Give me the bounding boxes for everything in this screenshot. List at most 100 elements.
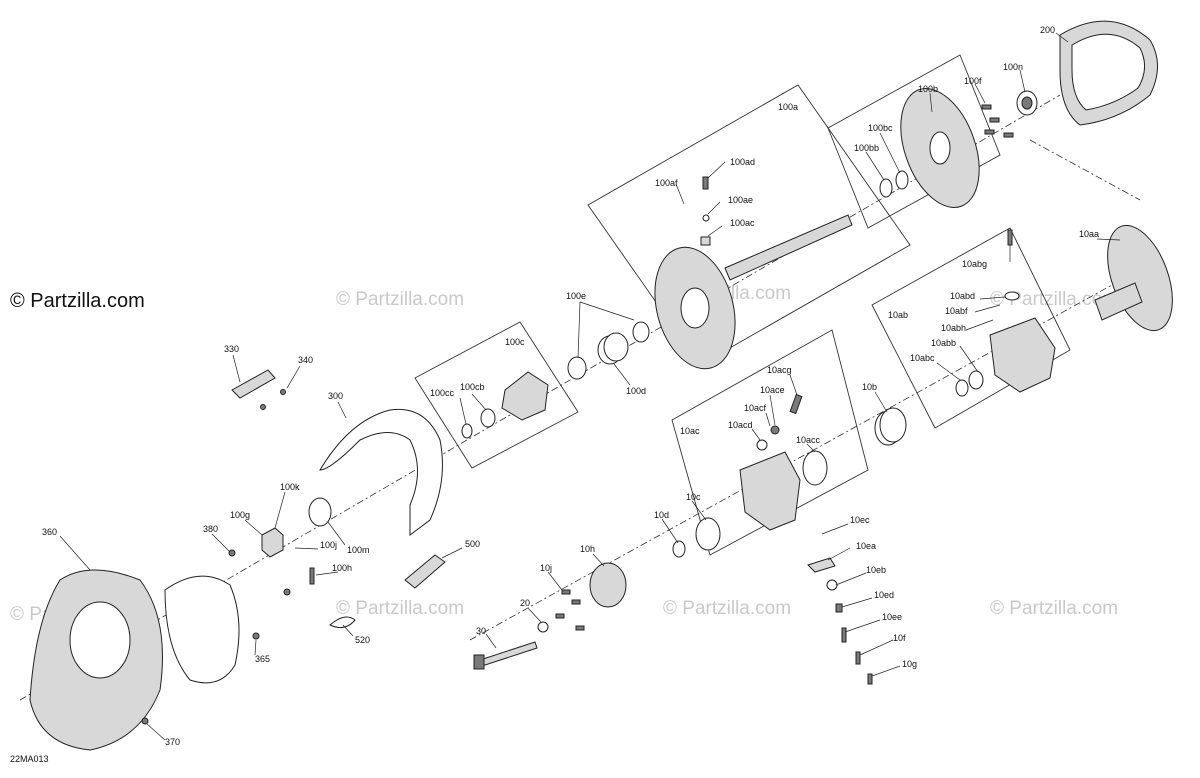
drive-belt-inner	[1071, 33, 1145, 111]
ring-10abc	[955, 379, 969, 397]
callout-10acc: 10acc	[796, 435, 821, 445]
callout-100d: 100d	[626, 386, 646, 396]
callout-10ac: 10ac	[680, 426, 700, 436]
strap-520	[329, 616, 356, 629]
watermark: © Partzilla.com	[990, 289, 1118, 310]
callout-labels: 200 100f 100n 100b 100bc 100bb 100a 100a…	[42, 25, 1099, 747]
roller-10acd	[756, 439, 768, 451]
callout-100k: 100k	[280, 482, 300, 492]
callout-330: 330	[224, 344, 239, 354]
driven-shaft	[1094, 282, 1143, 321]
callout-10abh: 10abh	[941, 323, 966, 333]
watermark: © Partzilla.com	[990, 598, 1118, 619]
pin-10f	[855, 651, 861, 665]
ring-100bc	[895, 170, 909, 190]
watermark: © Partzilla.com	[663, 598, 791, 619]
spider-100c	[501, 371, 549, 421]
bolt-10abg	[1007, 229, 1013, 246]
callout-100e: 100e	[566, 291, 586, 301]
callout-10ee: 10ee	[882, 612, 902, 622]
callout-10acd: 10acd	[728, 420, 753, 430]
bearing-10c	[695, 517, 721, 551]
bolt-100f	[1003, 132, 1014, 138]
callout-100c: 100c	[505, 337, 525, 347]
callout-10ed: 10ed	[874, 590, 894, 600]
callout-10abg: 10abg	[962, 259, 987, 269]
callout-10d: 10d	[654, 510, 669, 520]
callout-100a: 100a	[778, 102, 798, 112]
screw-365	[252, 632, 260, 640]
washer-10ace	[770, 425, 780, 435]
callout-200: 200	[1040, 25, 1055, 35]
bushing-100cb	[480, 408, 496, 428]
bolt-10j	[575, 625, 585, 631]
cam-10ac	[739, 451, 801, 531]
watermark: © Partzilla.com	[336, 289, 464, 310]
parts	[29, 20, 1173, 751]
bolt-100f	[989, 117, 1000, 123]
spring-100d-coil	[603, 332, 629, 362]
callout-20: 20	[520, 598, 530, 608]
leader-lines	[59, 32, 1121, 741]
callout-10ea: 10ea	[856, 541, 876, 551]
roller-10eb	[826, 579, 838, 591]
washer-10abd	[1004, 291, 1020, 301]
ring-100e	[567, 356, 587, 380]
bolt-100ad	[702, 176, 709, 190]
plate-10h	[589, 562, 627, 608]
bearing-10acc	[802, 450, 828, 486]
callout-100ae: 100ae	[728, 195, 753, 205]
bolt-10acg	[789, 393, 803, 415]
box-10ac	[671, 329, 869, 556]
callout-10abc: 10abc	[910, 353, 935, 363]
callout-100b: 100b	[918, 84, 938, 94]
spring-10b-coil	[879, 407, 907, 443]
bolt-100f	[984, 129, 995, 135]
callout-10b: 10b	[862, 382, 877, 392]
movable-sheave-hub	[680, 287, 710, 329]
callout-100cb: 100cb	[460, 382, 485, 392]
bearing-100n-core	[1021, 96, 1033, 110]
clip-500	[404, 554, 446, 589]
screw-380	[283, 588, 291, 596]
roller-100ac	[700, 236, 711, 246]
callout-100n: 100n	[1003, 62, 1023, 72]
lower-axis	[469, 274, 1131, 641]
watermark: © Partzilla.com	[336, 598, 464, 619]
callout-10abd: 10abd	[950, 291, 975, 301]
box-10ab	[871, 227, 1071, 429]
callout-100ac: 100ac	[730, 218, 755, 228]
bolt-30	[479, 641, 538, 667]
belt-axis	[1029, 139, 1141, 201]
callout-500: 500	[465, 539, 480, 549]
screw-340	[280, 389, 286, 395]
bolt-30-head	[473, 654, 485, 670]
bushing-10abb	[968, 370, 984, 390]
callout-360: 360	[42, 527, 57, 537]
fixed-sheave-hub	[929, 131, 951, 165]
ring-100cc	[461, 423, 473, 439]
callout-300: 300	[328, 391, 343, 401]
brand-label: © Partzilla.com	[10, 290, 145, 312]
callout-10ab: 10ab	[888, 310, 908, 320]
callout-10c: 10c	[686, 492, 701, 502]
screw-380	[228, 549, 236, 557]
bolt-100h	[309, 567, 315, 585]
pin-10ee	[841, 627, 847, 643]
callout-100cc: 100cc	[430, 388, 455, 398]
watermark-layer: © Partzilla.com © Partzilla.com © Partzi…	[10, 283, 1118, 625]
bracket-330	[231, 369, 276, 399]
callout-10ace: 10ace	[760, 385, 785, 395]
housing-360-opening	[69, 601, 131, 679]
callout-100bc: 100bc	[868, 123, 893, 133]
callout-340: 340	[298, 355, 313, 365]
nut-100g	[261, 527, 284, 558]
ring-100bb	[879, 178, 893, 198]
callout-10abf: 10abf	[945, 306, 968, 316]
callout-10j: 10j	[540, 563, 552, 573]
callout-100j: 100j	[320, 540, 337, 550]
screw-340	[260, 404, 266, 410]
driven-hub-10ab	[989, 317, 1056, 393]
callout-30: 30	[476, 626, 486, 636]
washer-100ae	[702, 214, 710, 222]
